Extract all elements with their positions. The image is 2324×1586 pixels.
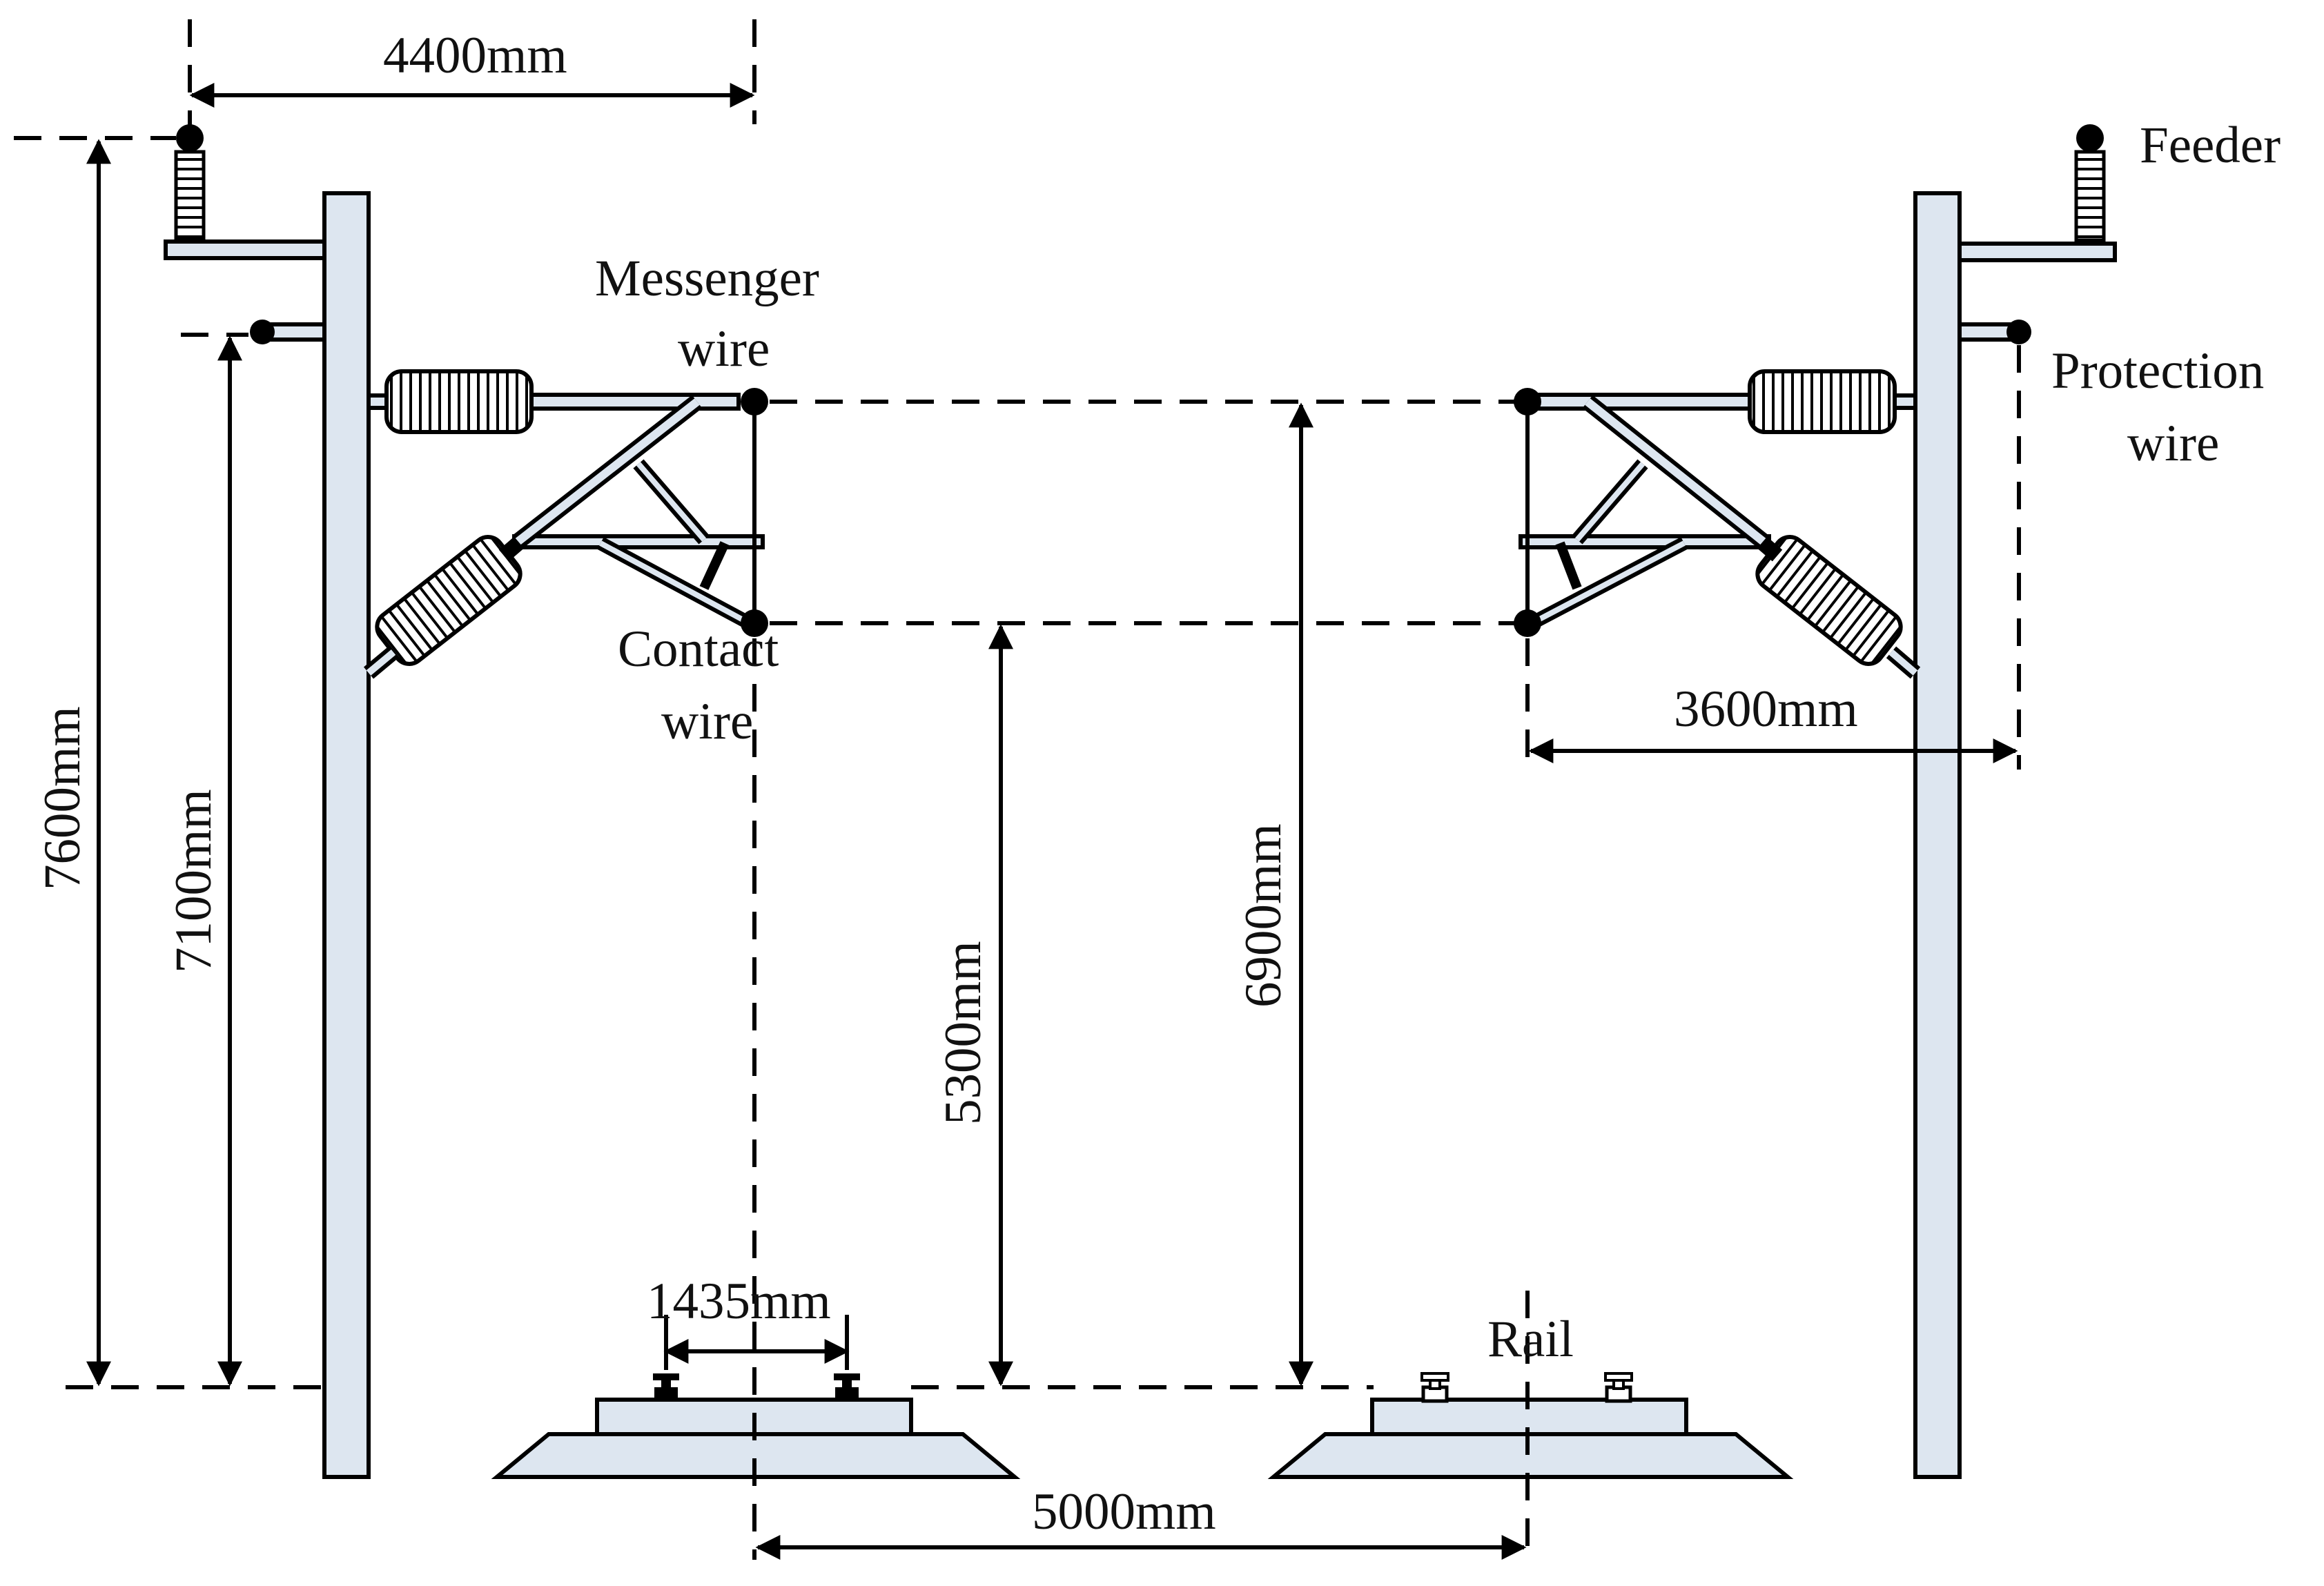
left-feeder	[164, 124, 326, 260]
component-labels: Feeder Messenger wire Protection wire Co…	[595, 117, 2281, 1368]
right-rail-2	[1604, 1372, 1633, 1403]
dim-3600-label: 3600mm	[1674, 681, 1858, 738]
dim-4400-label: 4400mm	[383, 27, 567, 84]
dimension-labels: 4400mm 7600mm 7100mm 5300mm 6900mm 3600m…	[34, 27, 1858, 1540]
contact-wire-label-line1: Contact	[618, 620, 779, 678]
left-rail-2	[834, 1373, 860, 1401]
protection-wire-label-line1: Protection	[2051, 342, 2264, 400]
dim-6900-label: 6900mm	[1235, 823, 1292, 1008]
right-track	[1267, 1372, 1794, 1479]
right-pole	[1913, 191, 1962, 1479]
dim-1435-label: 1435mm	[647, 1273, 831, 1330]
dim-5300-label: 5300mm	[935, 941, 992, 1125]
right-protection-support	[1957, 320, 2031, 344]
left-cantilever	[363, 369, 768, 679]
right-feeder	[1957, 124, 2117, 262]
left-pole	[322, 191, 371, 1479]
dimension-arrows	[86, 83, 2018, 1560]
dim-5000-label: 5000mm	[1032, 1483, 1216, 1540]
dim-7600-label: 7600mm	[34, 706, 91, 890]
messenger-wire-label-line2: wire	[678, 320, 770, 378]
rail-label: Rail	[1487, 1311, 1574, 1368]
reference-lines	[14, 19, 2021, 1560]
dim-7100-label: 7100mm	[165, 789, 222, 973]
left-protection-support	[250, 320, 326, 344]
right-cantilever	[1514, 369, 1921, 679]
protection-wire-label-line2: wire	[2127, 415, 2219, 472]
messenger-wire-label-line1: Messenger	[595, 250, 819, 307]
contact-wire-label-line2: wire	[661, 693, 753, 750]
left-rail-1	[653, 1373, 679, 1401]
right-rail-1	[1420, 1372, 1449, 1403]
feeder-label: Feeder	[2140, 117, 2281, 174]
